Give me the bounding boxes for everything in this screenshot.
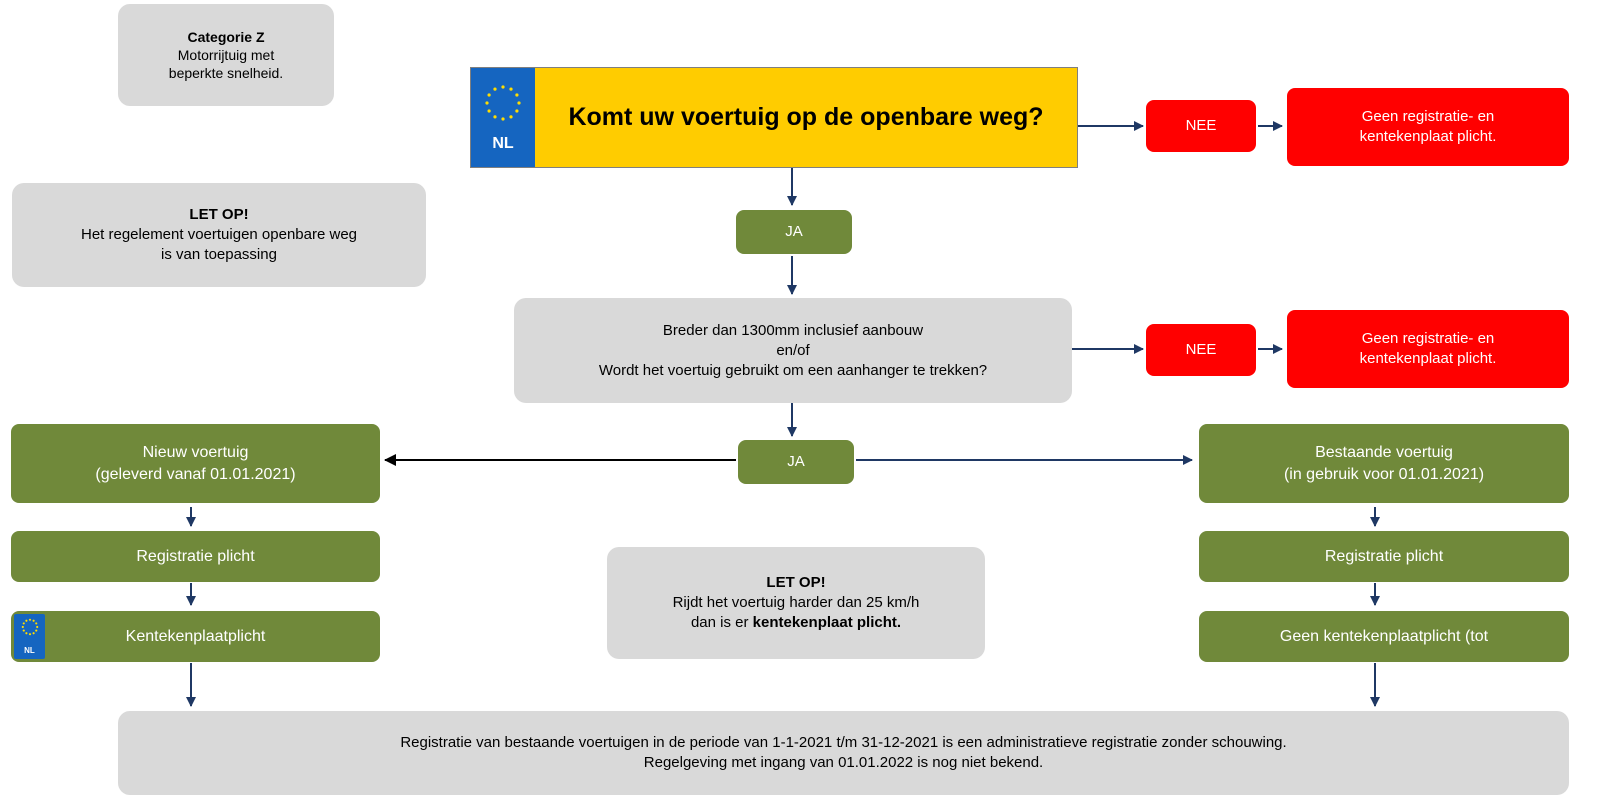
letop2-title: LET OP!: [766, 574, 826, 591]
letop1-line2: is van toepassing: [161, 246, 277, 263]
left-kenteken-box: Kentekenplaatplicht: [11, 611, 380, 662]
result-box-1: Geen registratie- en kentekenplaat plich…: [1287, 88, 1569, 166]
eu-stars-icon: [485, 85, 521, 121]
eu-band: NL: [471, 68, 535, 167]
question2-line1: Breder dan 1300mm inclusief aanbouw: [662, 321, 924, 339]
ja-box-1: JA: [736, 210, 852, 254]
letop2-line2-prefix: dan is er: [690, 614, 753, 631]
result1-line1: Geen registratie- en: [1361, 108, 1495, 125]
ja2-label: JA: [787, 453, 805, 470]
result2-line1: Geen registratie- en: [1361, 330, 1495, 347]
right-kenteken-label: Geen kentekenplaatplicht (tot: [1279, 627, 1489, 645]
categorie-box: Categorie Z Motorrijtuig met beperkte sn…: [118, 4, 334, 106]
existing-vehicle-title: Bestaande voertuig: [1315, 443, 1453, 461]
left-registratie-label: Registratie plicht: [136, 547, 255, 565]
small-plate-icon: NL: [14, 614, 45, 659]
result-box-2: Geen registratie- en kentekenplaat plich…: [1287, 310, 1569, 388]
footer-line1: Registratie van bestaande voertuigen in …: [400, 734, 1287, 751]
right-kenteken-box: Geen kentekenplaatplicht (tot: [1199, 611, 1569, 662]
categorie-title: Categorie Z: [187, 29, 265, 45]
question2-line2: en/of: [776, 341, 810, 359]
question-text: Komt uw voertuig op de openbare weg?: [568, 103, 1044, 131]
letop2-line1: Rijdt het voertuig harder dan 25 km/h: [672, 594, 920, 611]
footer-note-box: Registratie van bestaande voertuigen in …: [118, 711, 1569, 795]
small-plate-country: NL: [24, 646, 35, 655]
ja1-label: JA: [785, 223, 803, 240]
result1-line2: kentekenplaat plicht.: [1359, 128, 1497, 145]
left-registratie-box: Registratie plicht: [11, 531, 380, 582]
question2-line3: Wordt het voertuig gebruikt om een aanha…: [598, 361, 988, 379]
left-kenteken-label: Kentekenplaatplicht: [125, 627, 266, 645]
existing-vehicle-box: Bestaande voertuig (in gebruik voor 01.0…: [1199, 424, 1569, 503]
nee-box-2: NEE: [1146, 324, 1256, 376]
ja-box-2: JA: [738, 440, 854, 484]
categorie-line2: beperkte snelheid.: [168, 65, 284, 81]
footer-line2: Regelgeving met ingang van 01.01.2022 is…: [643, 754, 1044, 771]
letop2-line2-bold: kentekenplaat plicht.: [752, 614, 902, 631]
eu-stars-small-icon: [21, 618, 38, 636]
plate-country: NL: [492, 135, 514, 152]
nee-box-1: NEE: [1146, 100, 1256, 152]
categorie-line1: Motorrijtuig met: [177, 47, 275, 63]
question-plate: NL Komt uw voertuig op de openbare weg?: [470, 67, 1078, 168]
letop1-line1: Het regelement voertuigen openbare weg: [80, 226, 357, 243]
result2-line2: kentekenplaat plicht.: [1359, 350, 1497, 367]
question2-box: Breder dan 1300mm inclusief aanbouw en/o…: [514, 298, 1072, 403]
nee2-label: NEE: [1185, 341, 1217, 358]
right-registratie-box: Registratie plicht: [1199, 531, 1569, 582]
letop-box-1: LET OP! Het regelement voertuigen openba…: [12, 183, 426, 287]
nee1-label: NEE: [1185, 117, 1217, 134]
new-vehicle-box: Nieuw voertuig (geleverd vanaf 01.01.202…: [11, 424, 380, 503]
letop2-line2: dan is er kentekenplaat plicht.: [691, 613, 901, 633]
right-registratie-label: Registratie plicht: [1324, 547, 1444, 565]
existing-vehicle-sub: (in gebruik voor 01.01.2021): [1283, 465, 1485, 483]
letop1-title: LET OP!: [189, 206, 249, 223]
letop-box-2: LET OP! Rijdt het voertuig harder dan 25…: [607, 547, 985, 659]
new-vehicle-title: Nieuw voertuig: [142, 443, 249, 461]
new-vehicle-sub: (geleverd vanaf 01.01.2021): [95, 465, 296, 483]
